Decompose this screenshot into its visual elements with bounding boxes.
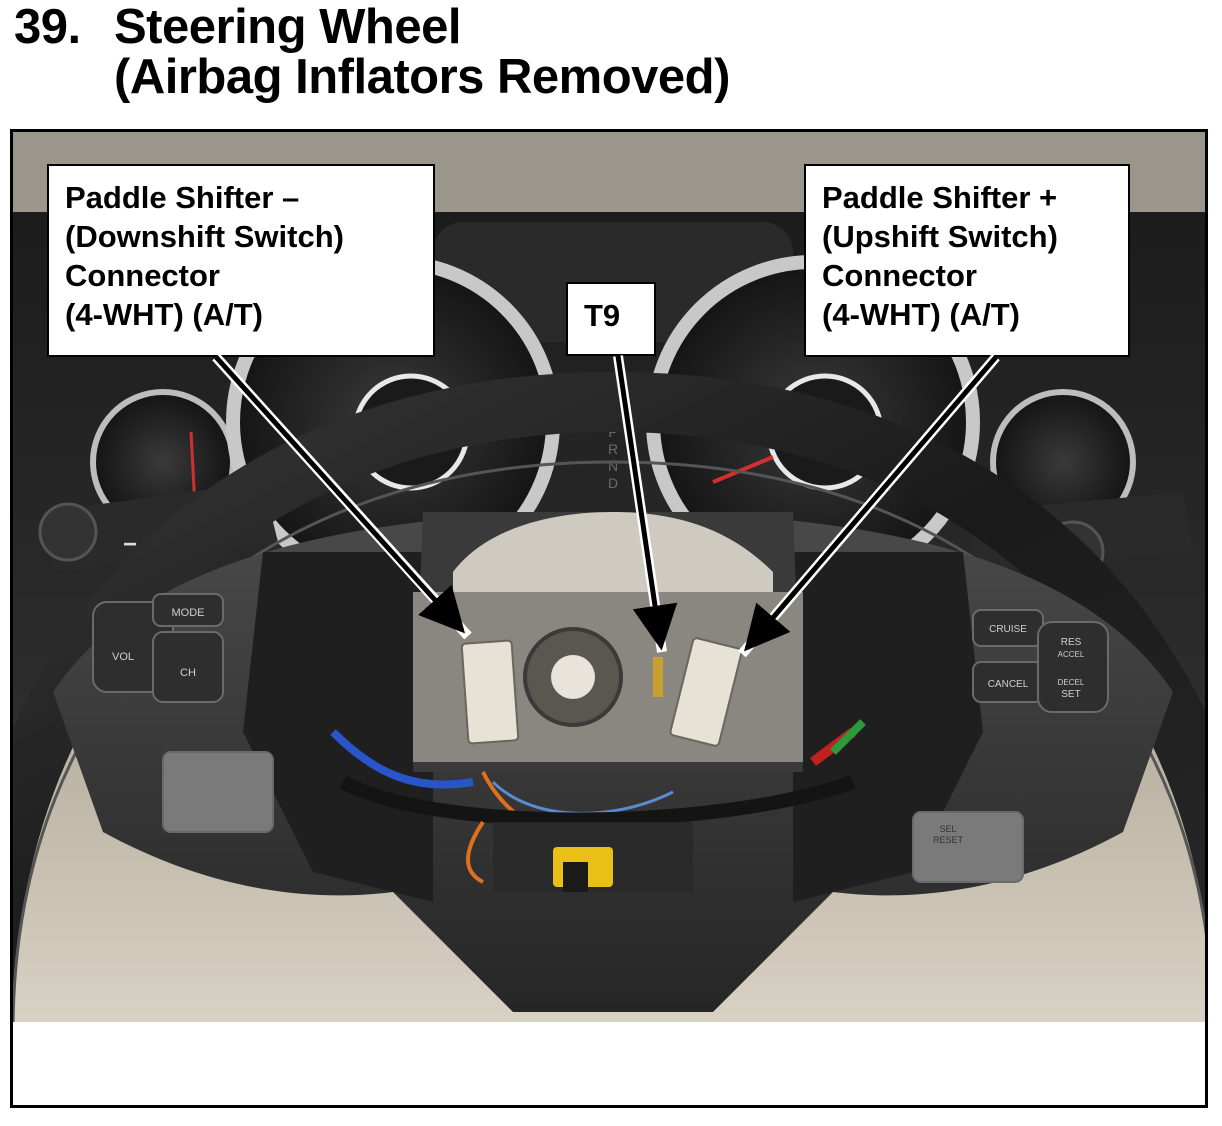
callout-line: (4-WHT) (A/T)	[822, 297, 1020, 332]
callout-line: Paddle Shifter +	[822, 180, 1058, 215]
gear-d: D	[608, 475, 618, 491]
sel-label: SEL	[939, 824, 956, 834]
paddle-minus: −	[123, 531, 137, 558]
figure-title-line1: Steering Wheel	[114, 0, 461, 54]
set-label: SET	[1061, 689, 1080, 700]
callout-line: T9	[584, 298, 621, 333]
gear-r: R	[608, 441, 618, 457]
callout-downshift-connector: Paddle Shifter – (Downshift Switch) Conn…	[47, 164, 435, 357]
callout-line: (Downshift Switch)	[65, 219, 344, 254]
figure-title-line2: (Airbag Inflators Removed)	[114, 50, 730, 104]
accel-label: ACCEL	[1058, 650, 1085, 659]
decel-label: DECEL	[1058, 678, 1085, 687]
callout-line: (Upshift Switch)	[822, 219, 1058, 254]
res-label: RES	[1061, 637, 1082, 648]
gear-n: N	[608, 458, 618, 474]
callout-line: (4-WHT) (A/T)	[65, 297, 263, 332]
reset-label: RESET	[933, 835, 964, 845]
cruise-label: CRUISE	[989, 624, 1027, 635]
callout-line: Paddle Shifter –	[65, 180, 300, 215]
callout-t9: T9	[566, 282, 656, 356]
callout-line: Connector	[822, 258, 977, 293]
figure-number: 39.	[14, 0, 81, 54]
cancel-label: CANCEL	[988, 679, 1029, 690]
callout-upshift-connector: Paddle Shifter + (Upshift Switch) Connec…	[804, 164, 1130, 357]
callout-line: Connector	[65, 258, 220, 293]
vol-label: VOL	[112, 651, 134, 663]
ch-label: CH	[180, 667, 196, 679]
mode-label: MODE	[172, 607, 205, 619]
